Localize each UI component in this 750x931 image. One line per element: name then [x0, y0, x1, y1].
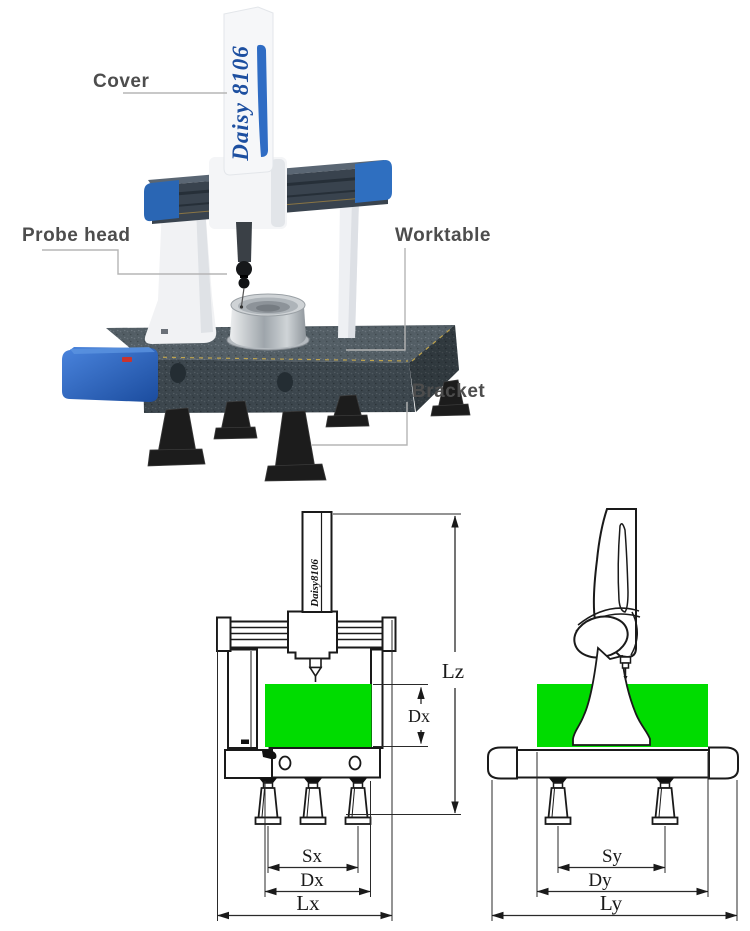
worktable-leader-line [346, 248, 406, 351]
fv-column [301, 511, 333, 613]
label-worktable: Worktable [395, 225, 491, 246]
fv-leg [344, 776, 372, 825]
fv-leg [254, 776, 282, 825]
side-view-drawing: Sy Dy Ly [487, 508, 739, 921]
fv-dimensions: Lz Dx Sx Dx Lx [217, 513, 464, 921]
column-blue-stripe [257, 44, 268, 157]
logo-sticker [122, 357, 132, 362]
label-probe-head: Probe head [22, 225, 130, 246]
fv-left-support [227, 648, 258, 749]
table-hole [277, 372, 293, 392]
dim-lz: Lz [442, 659, 464, 683]
front-center-leg [274, 410, 316, 470]
dim-sy: Sy [602, 846, 623, 867]
sv-leg [651, 776, 679, 825]
cmm-photo: Daisy 8106 Cover Probe head Worktable Br… [22, 6, 491, 482]
beam-end-cap-left [144, 180, 179, 222]
beam-end-cap-right [355, 160, 392, 203]
bracket-leader-line [312, 402, 408, 446]
sv-leg [544, 776, 572, 825]
fv-measuring-volume [265, 684, 372, 747]
dim-ly: Ly [600, 891, 623, 915]
fv-carriage [287, 610, 338, 660]
right-support-column [338, 200, 359, 338]
blue-controller-box [62, 347, 158, 402]
label-bracket: Bracket [412, 381, 485, 402]
dim-dy: Dy [588, 870, 612, 891]
dim-dx-side: Dx [408, 706, 430, 726]
sv-column [573, 508, 641, 659]
dim-dx-bottom: Dx [300, 870, 324, 891]
brand-text-photo: Daisy 8106 [228, 45, 253, 161]
sv-dimensions: Sy Dy Ly [491, 752, 738, 921]
front-left-leg [157, 407, 197, 454]
dim-sx: Sx [302, 846, 323, 867]
sv-worktable [487, 746, 739, 780]
z-column-cover: Daisy 8106 [209, 6, 287, 229]
photo-bracket-legs [147, 379, 471, 482]
photo-callouts: Cover Probe head Worktable Bracket [22, 71, 491, 446]
brand-text-front-view: Daisy8106 [309, 559, 321, 608]
table-hole [170, 363, 186, 383]
label-cover: Cover [93, 71, 149, 92]
dim-lx: Lx [296, 891, 320, 915]
sv-probe [619, 656, 632, 681]
wheel-rim-workpiece [226, 293, 310, 351]
probe-head-leader-line [42, 249, 227, 275]
fv-right-support [370, 648, 384, 749]
fv-probe [308, 657, 323, 682]
photo-probe-head [236, 222, 252, 309]
fv-leg [299, 776, 327, 825]
front-view-drawing: Daisy8106 Lz [216, 511, 464, 921]
left-support-column [144, 206, 217, 344]
sv-column-foot [572, 646, 651, 746]
